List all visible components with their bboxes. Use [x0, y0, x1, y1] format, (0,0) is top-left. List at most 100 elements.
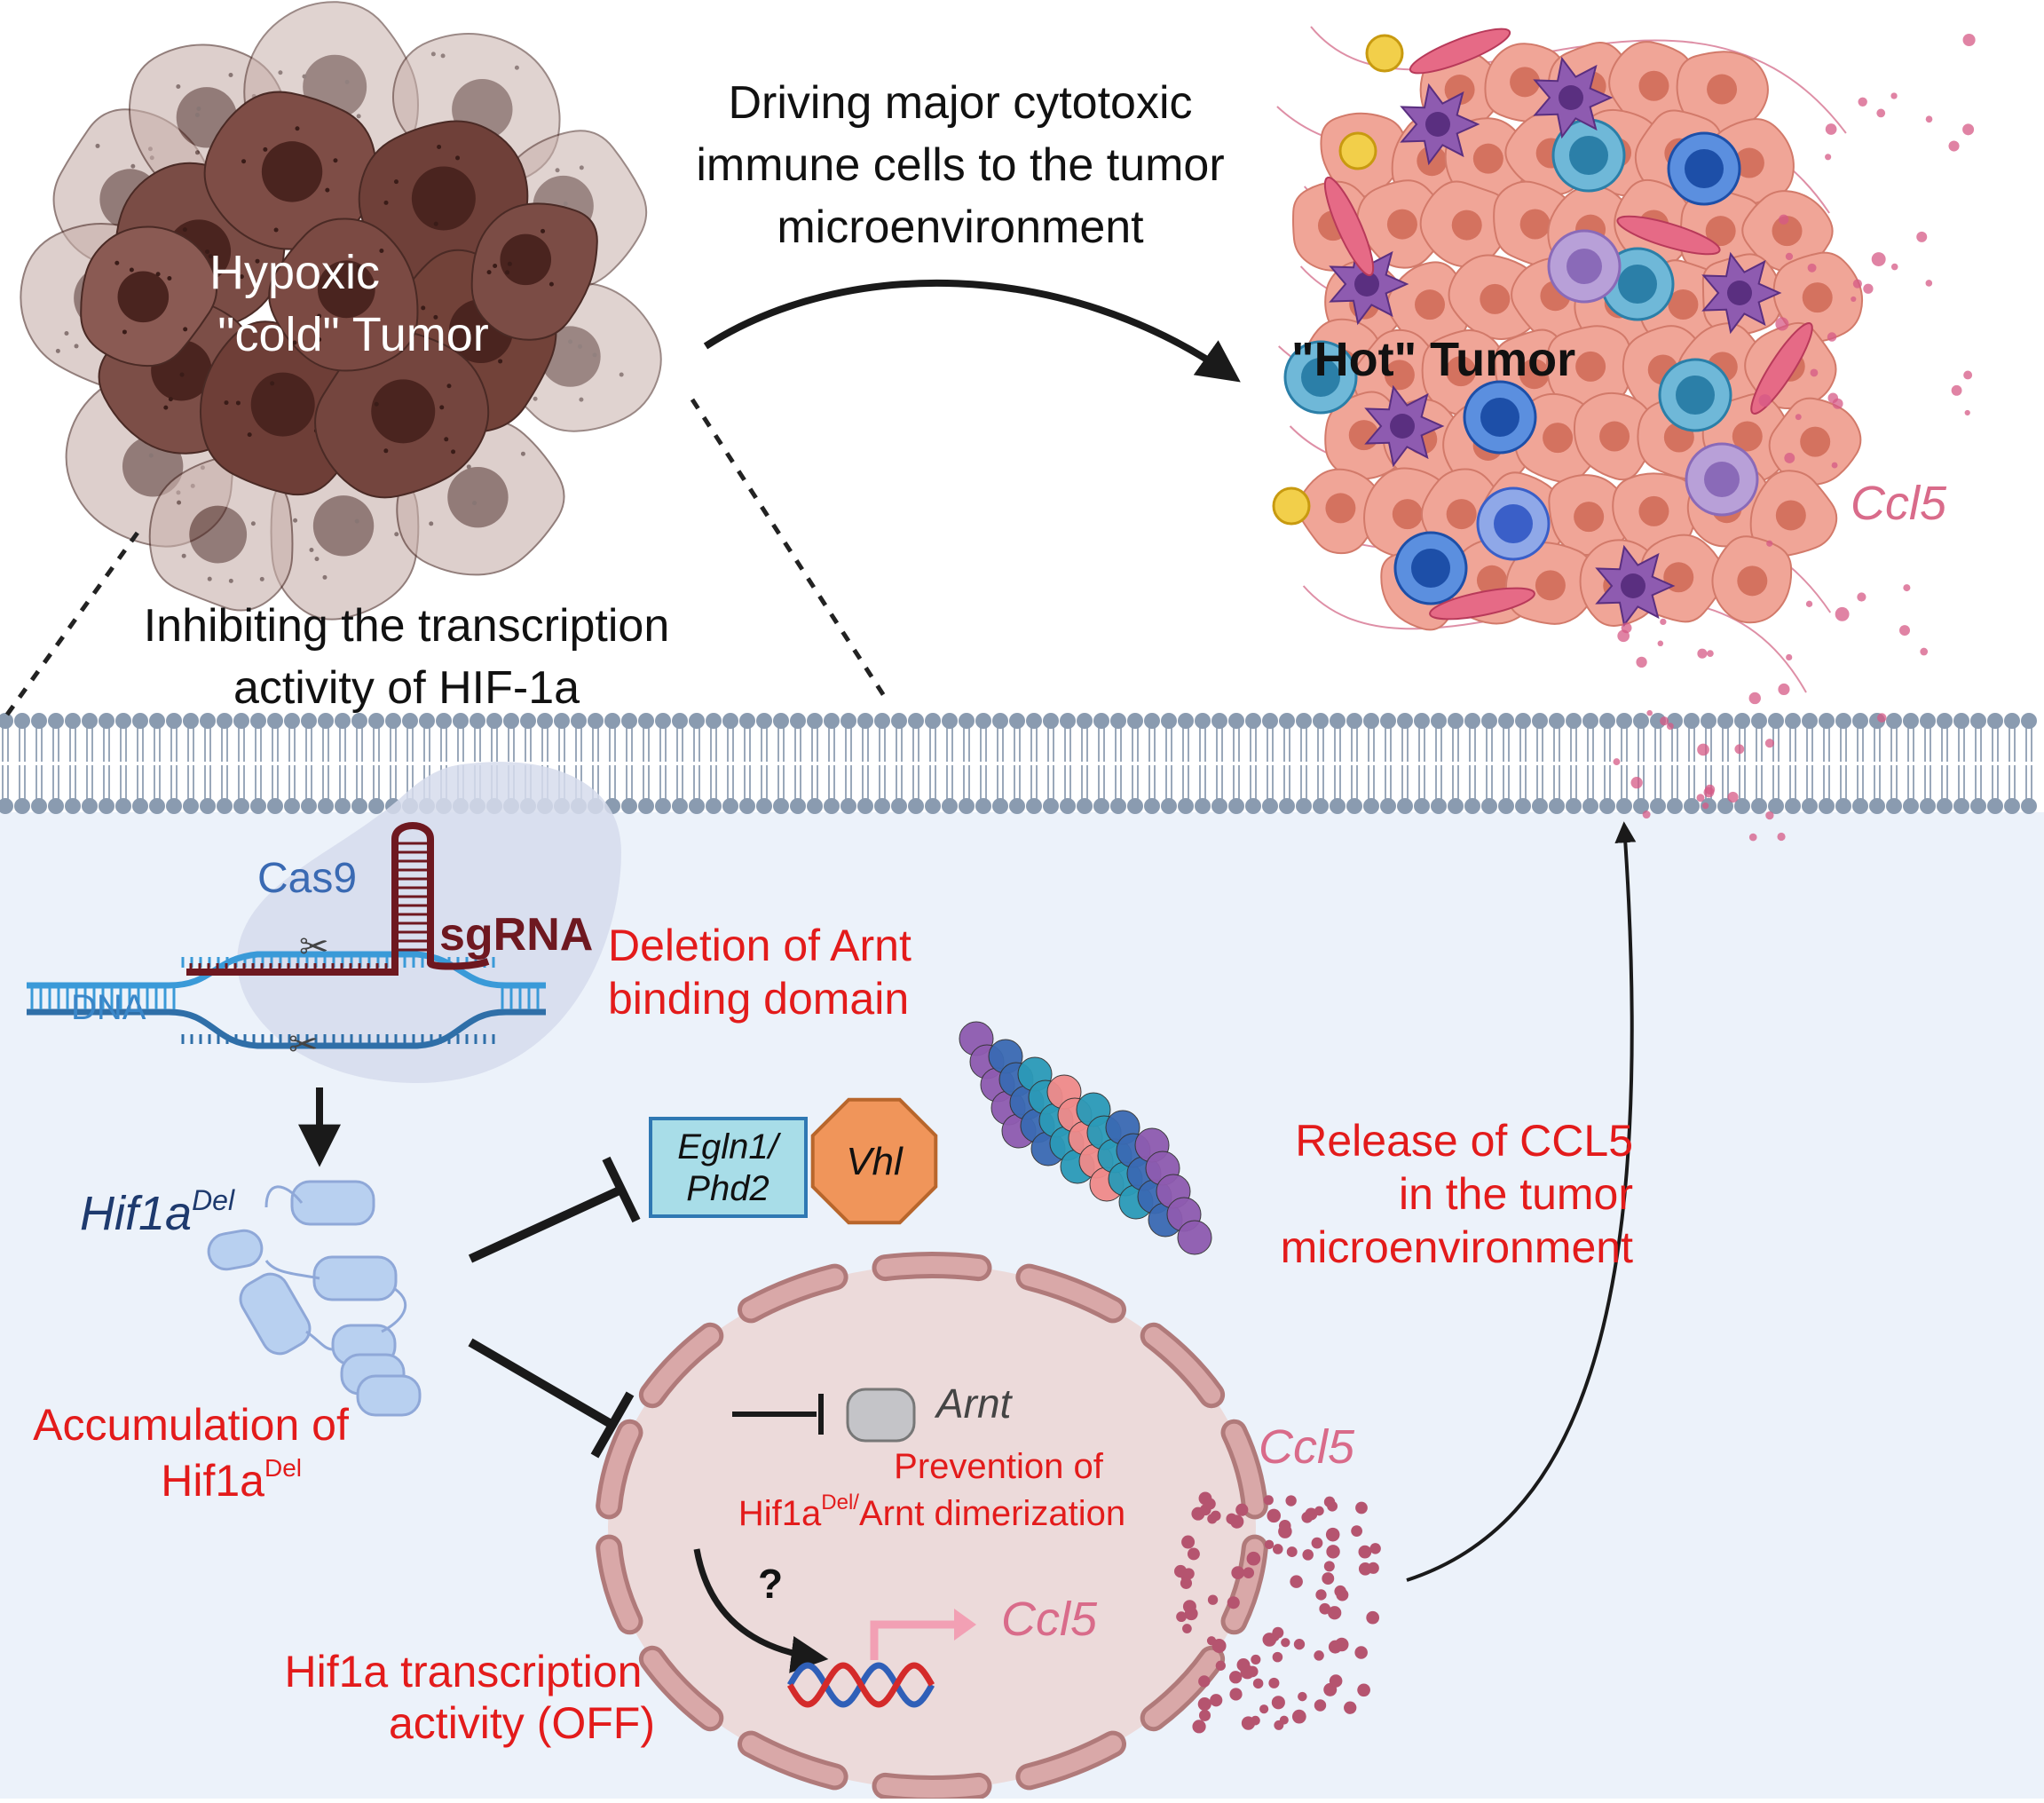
- hot-cell-nucleus: [1543, 423, 1574, 454]
- lipid-head: [284, 798, 300, 814]
- drive-immune-arrow: [703, 279, 1241, 383]
- nuclear-envelope-segment-inner: [742, 1735, 844, 1786]
- lipid-head: [1717, 798, 1733, 814]
- lipid-head: [621, 713, 637, 729]
- dendritic-nucleus: [1559, 85, 1583, 110]
- lipid-head: [807, 713, 823, 729]
- ccl5-gene-label: Ccl5: [1001, 1593, 1098, 1646]
- lipid-head: [1768, 798, 1784, 814]
- lipid-head: [959, 713, 975, 729]
- lipid-head: [1043, 713, 1059, 729]
- ccl5-dot: [1351, 1525, 1362, 1538]
- ccl5-secreted-dots: [1174, 1491, 1381, 1734]
- lipid-head: [1987, 713, 2003, 729]
- lipid-head: [1599, 713, 1615, 729]
- lipid-head: [992, 798, 1008, 814]
- prevention-label-1: Prevention of: [894, 1447, 1104, 1486]
- cell-speck: [239, 274, 244, 280]
- inhibit-nucleus-line: [468, 1338, 615, 1429]
- nuclear-envelope-segment-inner: [1225, 1423, 1264, 1515]
- ccl5-particle: [1660, 618, 1667, 626]
- lipid-head: [1330, 713, 1346, 729]
- lipid-head: [335, 713, 351, 729]
- hot-cell-nucleus: [1638, 70, 1669, 101]
- cell-speck: [592, 352, 597, 358]
- lipid-head: [82, 798, 98, 814]
- cell-speck: [383, 200, 389, 205]
- ccl5-particle: [1701, 803, 1709, 810]
- cell-nucleus: [317, 260, 375, 319]
- lipid-head: [1549, 713, 1565, 729]
- edge-cell: [1365, 34, 1404, 73]
- prevention-label-2: Hif1aDel/Arnt dimerization: [738, 1491, 1125, 1533]
- cell-speck: [533, 396, 538, 401]
- cell-speck: [250, 521, 256, 526]
- cell-nucleus: [500, 233, 552, 286]
- hot-cell-nucleus: [1510, 67, 1541, 98]
- dendritic-nucleus: [1727, 281, 1752, 305]
- ccl5-particle: [1920, 647, 1929, 656]
- lipid-head: [217, 713, 233, 729]
- lipid-head: [31, 798, 47, 814]
- ccl5-dot: [1366, 1610, 1380, 1625]
- ccl5-particle: [1775, 317, 1789, 331]
- ccl5-dot: [1291, 1709, 1306, 1724]
- hot-cell-nucleus: [1733, 147, 1764, 178]
- lipid-head: [537, 713, 553, 729]
- zoom-line-right: [690, 398, 890, 703]
- ccl5-dot: [1326, 1545, 1340, 1559]
- lipid-head: [638, 798, 654, 814]
- immune-cell-nucleus: [1618, 265, 1657, 304]
- hot-cell-nucleus: [1392, 499, 1423, 530]
- lipid-head: [1380, 798, 1396, 814]
- ccl5-dot: [1211, 1638, 1227, 1653]
- ccl5-dot: [1210, 1510, 1221, 1522]
- hot-cell-nucleus: [1325, 493, 1356, 524]
- ccl5-particle: [1697, 743, 1709, 756]
- hot-cell-nucleus: [1444, 75, 1475, 106]
- lipid-head: [1785, 713, 1801, 729]
- lipid-head: [739, 713, 755, 729]
- ccl5-particle: [1642, 811, 1651, 819]
- lipid-head: [1144, 798, 1160, 814]
- cell-speck: [317, 313, 322, 319]
- lipid-head: [1077, 713, 1093, 729]
- scissors-icon-top: ✂: [299, 928, 329, 967]
- lipid-head: [1262, 713, 1278, 729]
- release-label-1: Release of CCL5: [1295, 1116, 1633, 1166]
- cell-speck: [278, 70, 283, 75]
- lipid-head: [14, 713, 30, 729]
- lipid-head: [1768, 713, 1784, 729]
- lipid-head: [706, 713, 722, 729]
- lipid-head: [824, 713, 840, 729]
- hot-cell-nucleus: [1519, 359, 1550, 390]
- nuclear-envelope-segment-inner: [600, 1423, 639, 1515]
- lipid-head: [1110, 713, 1126, 729]
- cell-speck: [514, 65, 519, 70]
- arrow-label-3: microenvironment: [777, 202, 1144, 253]
- lipid-head: [1987, 798, 2003, 814]
- scissors-icon-bottom: ✂: [288, 1025, 319, 1064]
- lipid-head: [0, 798, 13, 814]
- lipid-head: [1582, 713, 1598, 729]
- lipid-head: [1852, 798, 1868, 814]
- ccl5-particle: [1727, 791, 1739, 803]
- lipid-head: [655, 798, 671, 814]
- lipid-head: [756, 713, 772, 729]
- lipid-head: [335, 798, 351, 814]
- lipid-head: [1498, 713, 1514, 729]
- transcription-label-2: activity (OFF): [389, 1698, 655, 1748]
- lipid-head: [2021, 713, 2037, 729]
- transcription-label-1: Hif1a transcription: [285, 1647, 643, 1696]
- cold-tumor-cell: [470, 202, 598, 341]
- lipid-head: [318, 713, 334, 729]
- ccl5-dot: [1192, 1720, 1206, 1734]
- cell-speck: [498, 359, 503, 364]
- lipid-head: [1397, 798, 1413, 814]
- ccl5-particle: [1613, 758, 1621, 766]
- ccl5-dot: [1251, 1654, 1261, 1665]
- lipid-head: [267, 713, 283, 729]
- lipid-head: [1026, 798, 1042, 814]
